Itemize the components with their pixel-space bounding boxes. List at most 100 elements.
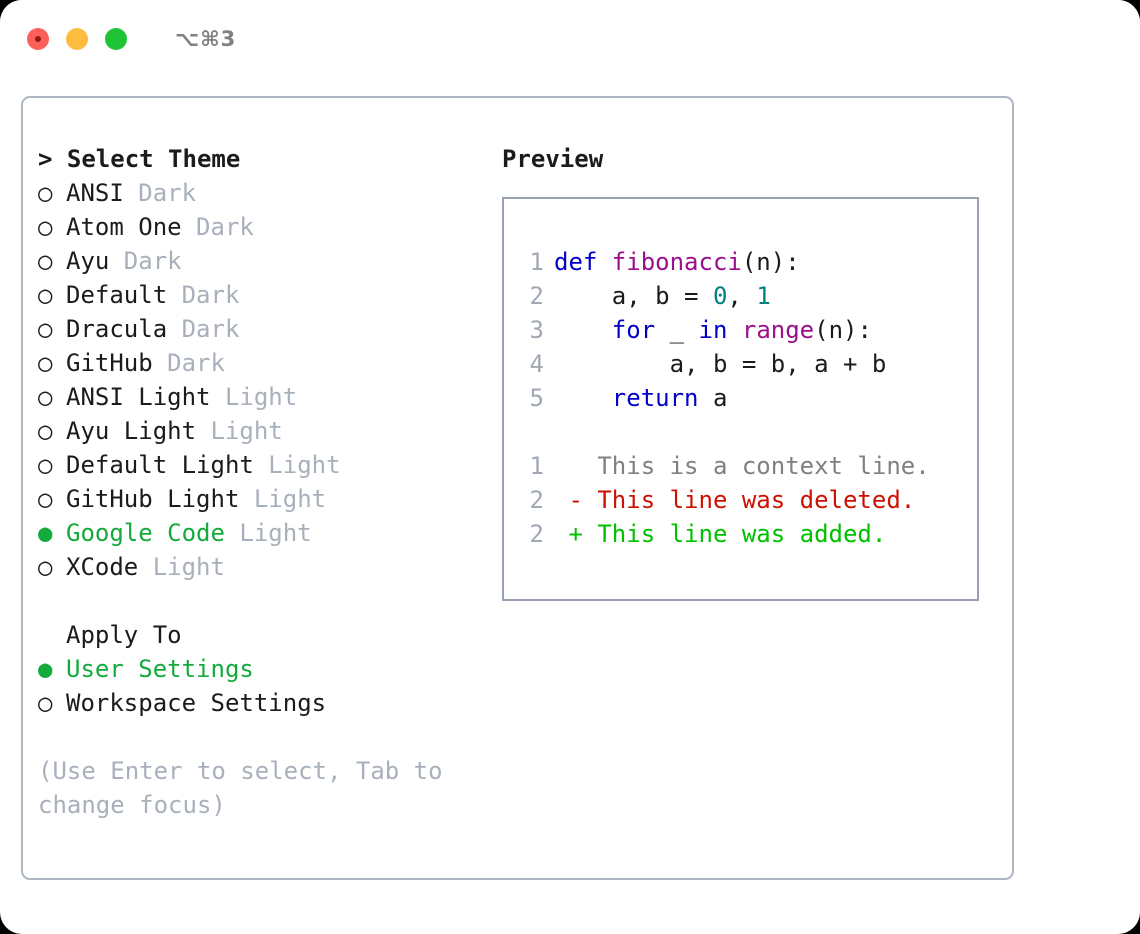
line-number: 4 [529,350,544,378]
pane-spacer [38,584,478,618]
apply-to-heading: Apply To [66,621,182,649]
close-light-icon[interactable] [27,28,49,50]
line-number: 1 [529,452,544,480]
theme-option-3[interactable]: ○ Default Dark [38,278,478,312]
radio-unselected-icon: ○ [38,349,53,377]
title-bar: ⌥⌘3 [0,0,1140,78]
help-hint-text: (Use Enter to select, Tab to change focu… [38,757,443,819]
theme-option-label: Ayu [66,247,110,275]
code-token [554,384,612,412]
radio-unselected-icon: ○ [38,417,53,445]
apply-to-list[interactable]: ● User Settings ○ Workspace Settings [38,652,478,720]
theme-option-tag: Dark [167,315,240,343]
code-token: fibonacci [611,248,742,276]
apply-option-1[interactable]: ○ Workspace Settings [38,686,478,720]
theme-option-tag: Dark [167,281,240,309]
theme-option-7[interactable]: ○Ayu Light Light [38,414,478,448]
apply-option-label: Workspace Settings [66,689,327,717]
theme-option-0[interactable]: ○ ANSI Dark [38,176,478,210]
theme-option-6[interactable]: ○ANSI Light Light [38,380,478,414]
theme-option-5[interactable]: ○ GitHub Dark [38,346,478,380]
code-token: 0 [712,282,728,310]
radio-unselected-icon: ○ [38,179,53,207]
code-line: 4 a, b = b, a + b [516,347,887,381]
theme-option-2[interactable]: ○ Ayu Dark [38,244,478,278]
select-theme-heading: > Select Theme [38,145,241,173]
theme-option-label: ANSI [66,179,124,207]
code-token: (n): [814,316,872,344]
radio-unselected-icon: ○ [38,553,53,581]
preview-title: Preview [502,145,604,173]
diff-text: + This line was added. [554,520,887,548]
theme-option-label: Default [66,281,168,309]
diff-text: This is a context line. [554,452,930,480]
theme-option-10[interactable]: ● Google Code Light [38,516,478,550]
code-token: (n): [741,248,800,276]
diff-line-added: 2 + This line was added. [516,517,930,551]
code-token: 1 [756,282,771,310]
radio-unselected-icon: ○ [38,247,53,275]
code-token: a, b = [554,282,713,310]
code-token: for [611,316,656,344]
line-number: 2 [529,486,544,514]
zoom-light-icon[interactable] [105,28,127,50]
diff-text: - This line was deleted. [554,486,916,514]
diff-sample: 1 This is a context line.2 - This line w… [516,449,930,551]
theme-option-tag: Dark [181,213,254,241]
radio-unselected-icon: ○ [38,485,53,513]
line-number: 5 [529,384,544,412]
minimize-light-icon[interactable] [66,28,88,50]
theme-option-label: Ayu Light [66,417,197,445]
theme-option-8[interactable]: ○Default Light Light [38,448,478,482]
theme-selector-pane: > Select Theme ○ANSI Dark○Atom One Dark○… [38,142,478,822]
line-number: 3 [529,316,544,344]
line-number: 2 [529,520,544,548]
radio-unselected-icon: ○ [38,213,53,241]
radio-selected-icon: ● [38,655,53,683]
radio-unselected-icon: ○ [38,281,53,309]
window-controls [27,28,127,50]
theme-option-tag: Dark [152,349,225,377]
code-token: a [698,384,728,412]
diff-line-deleted: 2 - This line was deleted. [516,483,930,517]
theme-option-label: XCode [66,553,139,581]
apply-option-0[interactable]: ● User Settings [38,652,478,686]
dialog-card: > Select Theme ○ANSI Dark○Atom One Dark○… [21,96,1014,880]
keyboard-shortcut-label: ⌥⌘3 [175,27,237,51]
radio-selected-icon: ● [38,519,53,547]
apply-option-label: User Settings [66,655,254,683]
radio-unselected-icon: ○ [38,451,53,479]
code-token: range [741,316,815,344]
theme-option-tag: Dark [109,247,182,275]
radio-unselected-icon: ○ [38,315,53,343]
code-token [727,316,741,344]
theme-option-tag: Light [224,519,312,547]
theme-option-4[interactable]: ○ Dracula Dark [38,312,478,346]
code-token: in [698,316,728,344]
code-token: def [554,248,612,276]
theme-option-label: Google Code [66,519,225,547]
code-line: 3 for _ in range(n): [516,313,886,347]
theme-option-11[interactable]: ○XCode Light [38,550,478,584]
code-line: 2 a, b = 0, 1 [516,279,886,313]
theme-option-label: GitHub Light [66,485,240,513]
radio-unselected-icon: ○ [38,383,53,411]
code-line: 1 def fibonacci(n): [516,245,886,279]
theme-option-label: Dracula [66,315,168,343]
code-token: a, b = b, a + b [554,350,887,378]
theme-option-9[interactable]: ○GitHub Light Light [38,482,478,516]
theme-option-1[interactable]: ○Atom One Dark [38,210,478,244]
line-number: 1 [529,248,544,276]
line-number: 2 [529,282,544,310]
code-line: 5 return a [516,381,886,415]
diff-line-context: 1 This is a context line. [516,449,930,483]
code-token [554,316,612,344]
theme-list[interactable]: ○ANSI Dark○Atom One Dark○Ayu Dark○Defaul… [38,176,478,584]
theme-option-tag: Light [210,383,298,411]
theme-option-tag: Dark [123,179,197,207]
theme-option-label: GitHub [66,349,153,377]
radio-unselected-icon: ○ [38,689,53,717]
